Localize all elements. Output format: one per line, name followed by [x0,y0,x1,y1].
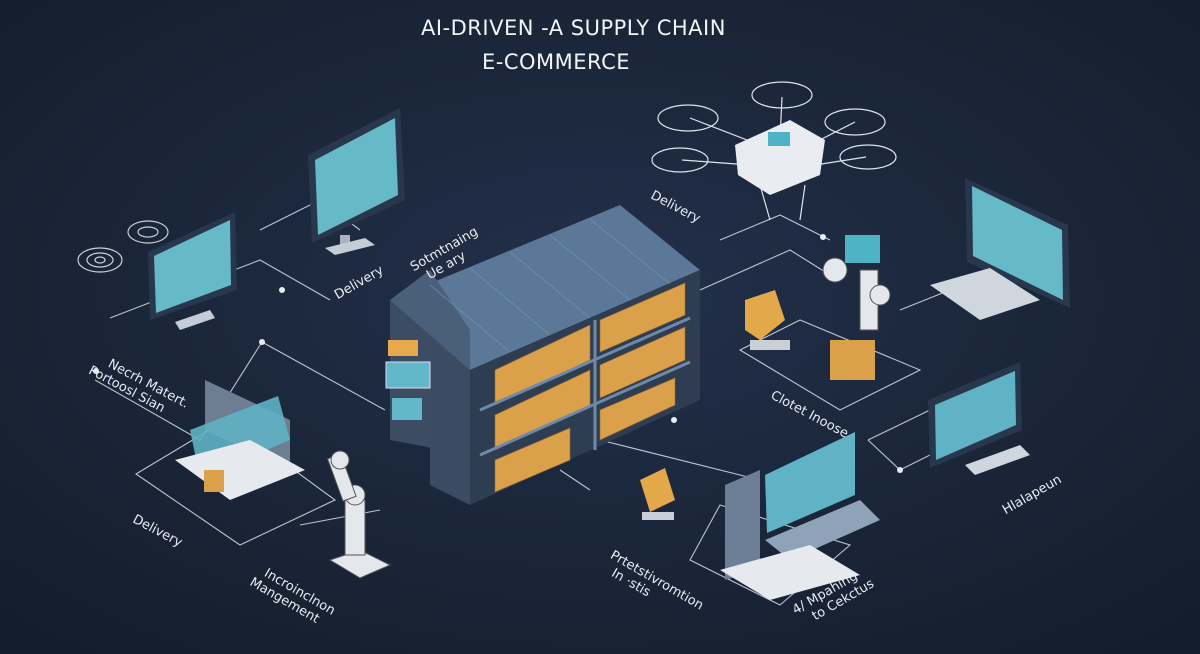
monitor-top-left [308,108,405,255]
robot-arm-left [326,450,392,579]
robot-arm-right [822,235,891,380]
cart-box [640,290,790,520]
workstation [175,380,305,500]
warehouse [385,205,700,505]
title-line-1: AI-DRIVEN -A SUPPLY CHAIN [421,16,726,40]
kiosk [720,432,880,600]
connector-dots [93,234,903,473]
radar-icon [77,220,169,273]
title-line-2: E-COMMERCE [482,50,631,74]
monitor-right [930,178,1070,320]
monitor-left [148,212,237,330]
monitor-bottom-right [928,362,1030,475]
drone [651,81,897,221]
shelf-boxes [494,282,686,493]
